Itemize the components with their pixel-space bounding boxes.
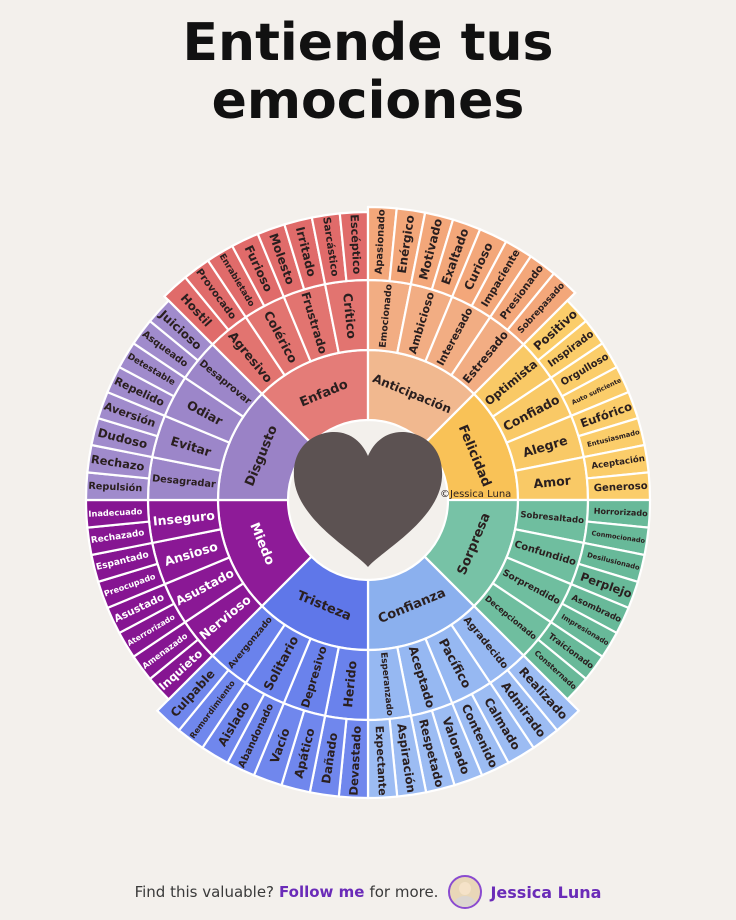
footer-prefix: Find this valuable?	[134, 883, 275, 901]
mid-label-amor: Amor	[533, 472, 573, 491]
outer-label-repulsion: Repulsión	[88, 480, 143, 495]
author-name[interactable]: Jessica Luna	[490, 882, 602, 902]
outer-label-devastado: Devastado	[346, 725, 363, 796]
title-line-2: emociones	[211, 71, 525, 131]
follow-me-link[interactable]: Follow me	[279, 883, 365, 901]
heart-icon	[293, 432, 443, 567]
outer-label-esceptico: Escéptico	[347, 214, 363, 275]
outer-label-apasionado: Apasionado	[374, 209, 388, 275]
author-avatar	[448, 875, 483, 909]
footer: Find this valuable? Follow me for more. …	[0, 874, 736, 910]
mid-label-herido: Herido	[340, 660, 360, 709]
outer-label-inadecuado: Inadecuado	[88, 506, 143, 519]
outer-label-horrorizado: Horrorizado	[594, 507, 649, 519]
title-line-1: Entiende tus	[182, 13, 554, 73]
mid-label-critico: Crítico	[340, 292, 359, 340]
mid-label-inseguro: Inseguro	[152, 508, 216, 529]
outer-segment-juicioso	[148, 299, 214, 362]
outer-label-expectante: Expectante	[373, 725, 389, 796]
footer-suffix: for more.	[369, 883, 439, 901]
outer-label-generoso: Generoso	[593, 481, 647, 495]
page-title: Entiende tus emociones	[0, 14, 736, 130]
copyright-label: ©Jessica Luna	[440, 489, 511, 500]
